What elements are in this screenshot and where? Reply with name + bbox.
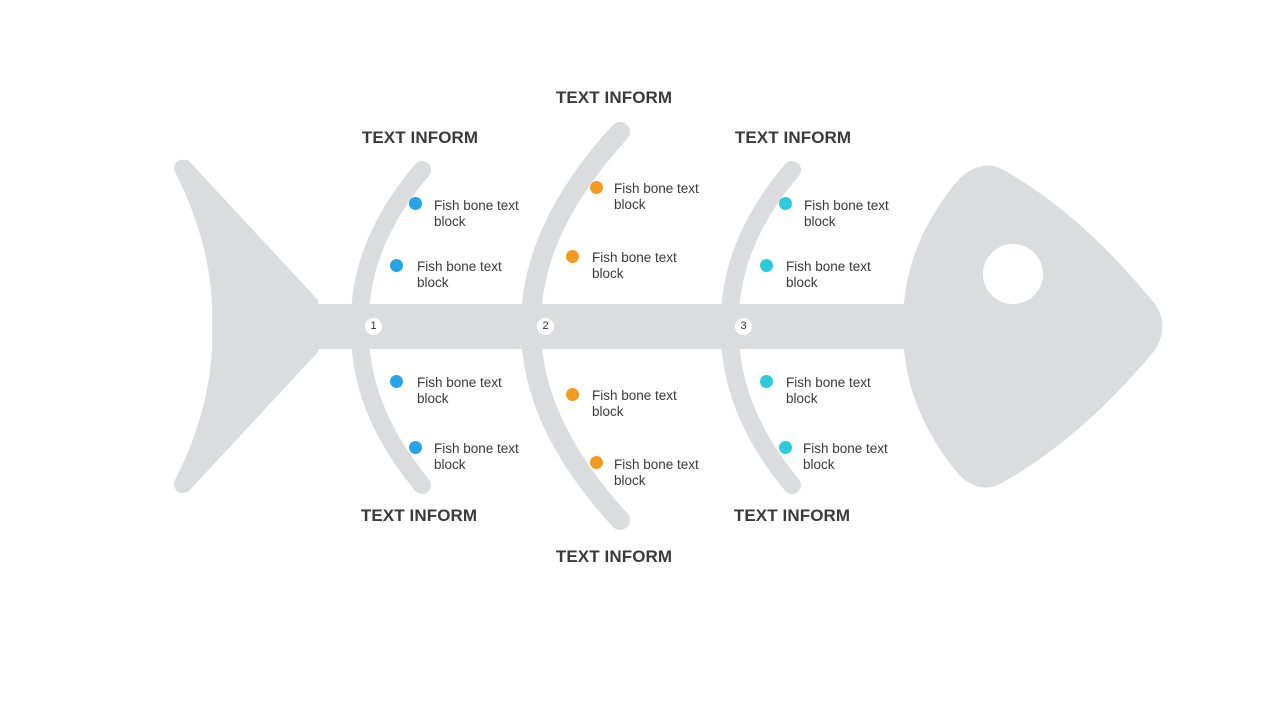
group-1-item-4-bullet (409, 441, 422, 454)
group-2-item-3: Fish bone text block (592, 388, 677, 419)
group-2-item-1-bullet (590, 181, 603, 194)
rib-1 (350, 161, 431, 494)
group-1-item-3: Fish bone text block (417, 375, 502, 406)
group-2-item-2-bullet (566, 250, 579, 263)
fish-eye (983, 244, 1043, 304)
group-1-top-title: TEXT INFORM (361, 128, 479, 147)
fish-spine (300, 304, 940, 349)
group-2-item-4-bullet (590, 456, 603, 469)
group-3-item-1-bullet (779, 197, 792, 210)
group-1-bottom-title: TEXT INFORM (360, 506, 478, 525)
group-3-item-4: Fish bone text block (803, 441, 888, 472)
group-1-number-badge: 1 (365, 318, 382, 335)
group-1-item-3-bullet (390, 375, 403, 388)
fish-tail (174, 159, 318, 493)
group-3-item-1: Fish bone text block (804, 198, 889, 229)
group-1-item-1-bullet (409, 197, 422, 210)
group-2-item-2: Fish bone text block (592, 250, 677, 281)
group-2-bottom-title: TEXT INFORM (555, 547, 673, 566)
group-2-top-title: TEXT INFORM (555, 88, 673, 107)
group-2-item-4: Fish bone text block (614, 457, 699, 488)
group-2-item-1: Fish bone text block (614, 181, 699, 212)
group-3-item-2: Fish bone text block (786, 259, 871, 290)
group-3-top-title: TEXT INFORM (734, 128, 852, 147)
group-3-item-3: Fish bone text block (786, 375, 871, 406)
group-3-number-badge: 3 (735, 318, 752, 335)
group-2-item-3-bullet (566, 388, 579, 401)
group-1-item-4: Fish bone text block (434, 441, 519, 472)
group-3-item-2-bullet (760, 259, 773, 272)
group-1-item-1: Fish bone text block (434, 198, 519, 229)
group-1-item-2-bullet (390, 259, 403, 272)
rib-3 (720, 161, 801, 494)
fish-head (902, 165, 1163, 488)
rib-2 (520, 122, 630, 530)
group-3-item-3-bullet (760, 375, 773, 388)
group-2-number-badge: 2 (537, 318, 554, 335)
group-1-item-2: Fish bone text block (417, 259, 502, 290)
group-3-item-4-bullet (779, 441, 792, 454)
group-3-bottom-title: TEXT INFORM (733, 506, 851, 525)
